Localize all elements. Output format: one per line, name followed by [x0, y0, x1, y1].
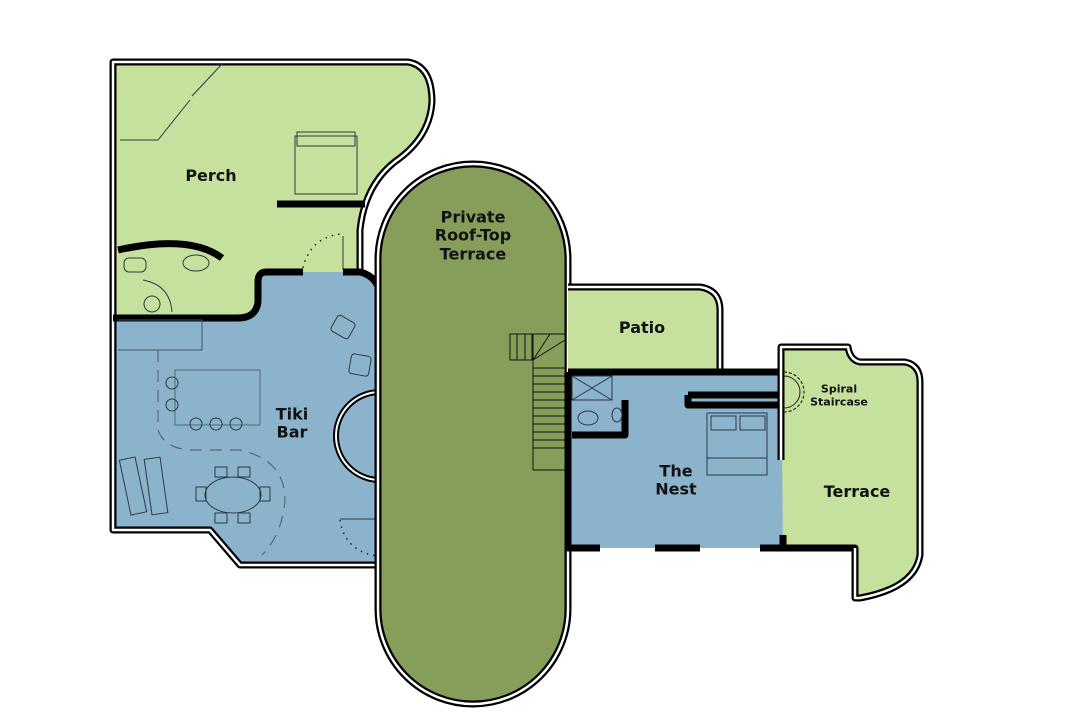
- label-tiki-bar-line2: Bar: [276, 423, 308, 442]
- spiral-staircase-icon: [783, 371, 805, 413]
- label-spiral-staircase: Spiral Staircase: [810, 383, 868, 408]
- label-patio: Patio: [618, 317, 666, 337]
- label-roof-terrace-line3: Terrace: [439, 244, 507, 264]
- room-perch[interactable]: [109, 58, 436, 318]
- label-the-nest: The Nest: [655, 461, 697, 500]
- label-the-nest-line1: The: [659, 461, 693, 481]
- label-spiral-line1: Spiral: [820, 382, 858, 396]
- label-the-nest-line2: Nest: [655, 480, 697, 499]
- label-tiki-bar: Tiki Bar: [275, 404, 309, 443]
- label-roof-terrace: Private Roof-Top Terrace: [434, 207, 512, 264]
- room-patio[interactable]: [568, 283, 724, 372]
- label-tiki-bar-line1: Tiki: [275, 404, 309, 424]
- label-roof-terrace-line1: Private: [440, 207, 506, 227]
- room-the-nest[interactable]: [564, 368, 787, 552]
- room-tiki-bar[interactable]: [109, 268, 384, 569]
- label-spiral-line2: Staircase: [810, 395, 868, 408]
- label-terrace: Terrace: [823, 481, 891, 501]
- label-roof-terrace-line2: Roof-Top: [434, 225, 512, 245]
- label-perch: Perch: [185, 165, 237, 185]
- room-terrace[interactable]: [777, 343, 924, 602]
